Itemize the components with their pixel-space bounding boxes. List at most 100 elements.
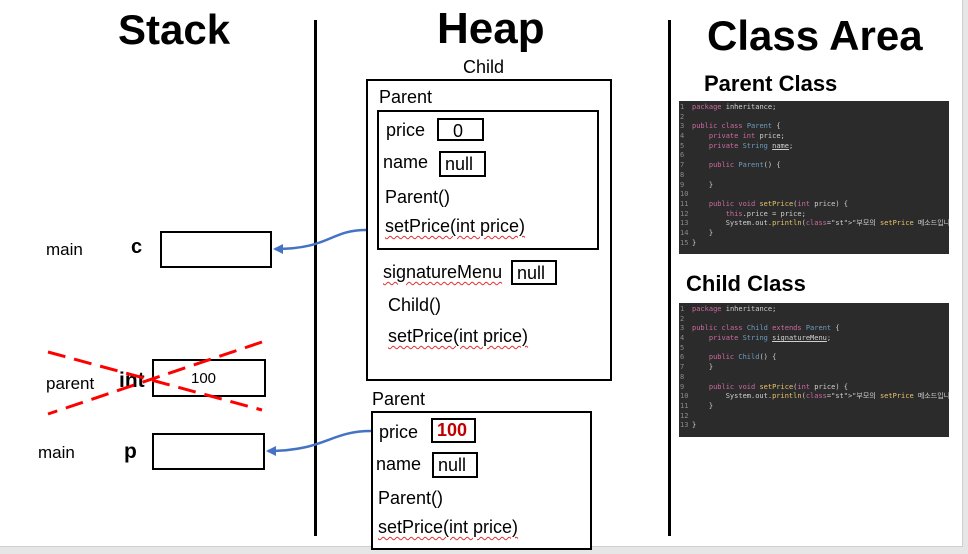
parent-name-value: null [438,455,467,475]
parent-name-box [432,452,478,478]
parent-class-code-line: 6 [679,151,949,161]
child-class-code-line: 2 [679,315,949,325]
child-class-code-line: 9 public void setPrice(int price) { [679,383,949,393]
child-setprice: setPrice(int price) [388,326,529,346]
class-area-title: Class Area [707,12,923,59]
child-price-value: 0 [453,121,464,141]
code-text: } [692,238,697,247]
line-number: 4 [680,334,685,343]
parent-object-label: Parent [372,389,426,409]
child-signature-value: null [517,263,546,283]
code-text: public class Child extends Parent { [692,324,840,333]
code-text: public void setPrice(int price) { [708,199,848,208]
parent-class-code-line: 11 public void setPrice(int price) { [679,200,949,210]
code-text: package inheritance; [692,103,777,111]
child-class-code-line: 1 package inheritance; [679,305,949,315]
parent-price-value: 100 [437,420,468,440]
child-ctor: Child() [388,295,442,315]
parent-class-code-line: 9 } [679,181,949,191]
line-number: 9 [680,382,685,391]
line-number: 13 [680,421,689,430]
code-text: } [692,401,714,410]
parent-ctor: Parent() [378,488,444,508]
parent-price-label: price [379,422,419,442]
parent-class-code-line: 15} [679,239,949,249]
parent-class-code-line: 7 public Parent() { [679,161,949,171]
child-price-label: price [386,120,426,140]
child-class-code-line: 5 [679,344,949,354]
stack-p-frame-label: main [38,443,75,462]
line-number: 14 [680,228,689,237]
child-class-code-line: 4 private String signatureMenu; [679,334,949,344]
line-number: 13 [680,219,689,228]
child-signature-label: signatureMenu [383,262,503,282]
code-text: this.price = price; [725,209,806,218]
child-class-code-line: 10 System.out.println(class="st">"부모의 se… [679,392,949,402]
line-number: 11 [680,401,689,410]
line-number: 3 [680,122,685,131]
line-number: 9 [680,180,685,189]
child-parent-setprice: setPrice(int price) [385,216,526,236]
line-number: 7 [680,161,685,170]
stack-heap-divider [314,20,317,536]
code-text: package inheritance; [692,305,777,313]
line-number: 1 [680,305,685,313]
c-reference-arrow [273,228,367,254]
parent-class-code-line: 2 [679,113,949,123]
child-object-label: Child [463,57,505,77]
child-class-heading: Child Class [686,271,806,296]
line-number: 12 [680,209,689,218]
stack-c-frame-label: main [46,240,83,259]
code-text: } [692,363,714,372]
child-name-label: name [383,152,429,172]
parent-class-code-line: 4 private int price; [679,132,949,142]
stack-int-var: int [119,369,145,392]
code-text: System.out.println(class="st">"부모의 setPr… [692,219,949,228]
p-reference-arrow [266,429,372,456]
code-text: private String signatureMenu; [708,334,832,343]
heap-title: Heap [437,4,545,53]
child-class-code-line: 3 public class Child extends Parent { [679,324,949,334]
line-number: 6 [680,353,685,362]
line-number: 5 [680,141,685,150]
heap-class-divider [668,20,671,536]
code-text: System.out.println(class="st">"부모의 setPr… [692,392,949,401]
stack-title: Stack [118,6,231,53]
parent-class-heading: Parent Class [704,71,838,96]
line-number: 15 [680,238,689,247]
stack-p-box [152,433,265,470]
child-name-box [439,151,486,177]
child-class-code-line: 11 } [679,402,949,412]
parent-class-code-line: 8 [679,171,949,181]
line-number: 10 [680,190,689,199]
parent-setprice: setPrice(int price) [378,517,519,537]
line-number: 8 [680,170,685,179]
parent-class-code-line: 12 this.price = price; [679,210,949,220]
line-number: 1 [680,103,685,111]
parent-class-code-line: 1 package inheritance; [679,103,949,113]
parent-class-code-line: 10 [679,190,949,200]
child-signature-box [511,260,557,285]
cross-line-1 [47,350,263,412]
child-class-code-line: 8 [679,373,949,383]
cross-line-2 [47,340,263,416]
line-number: 7 [680,363,685,372]
code-text: public Parent() { [708,161,781,170]
stack-parent-frame-label: parent [46,374,95,393]
line-number: 10 [680,392,689,401]
child-class-code-line: 12 [679,412,949,422]
stack-p-var: p [124,440,137,463]
line-number: 4 [680,132,685,141]
child-parent-ctor: Parent() [385,187,451,207]
code-text: } [692,421,697,430]
line-number: 5 [680,343,685,352]
code-text: public void setPrice(int price) { [708,382,848,391]
line-number: 3 [680,324,685,333]
child-price-box [437,118,484,141]
stack-int-value: 100 [191,370,217,387]
code-text: private String name; [708,141,794,150]
code-text: public class Parent { [692,122,781,131]
parent-object-box [371,411,592,550]
